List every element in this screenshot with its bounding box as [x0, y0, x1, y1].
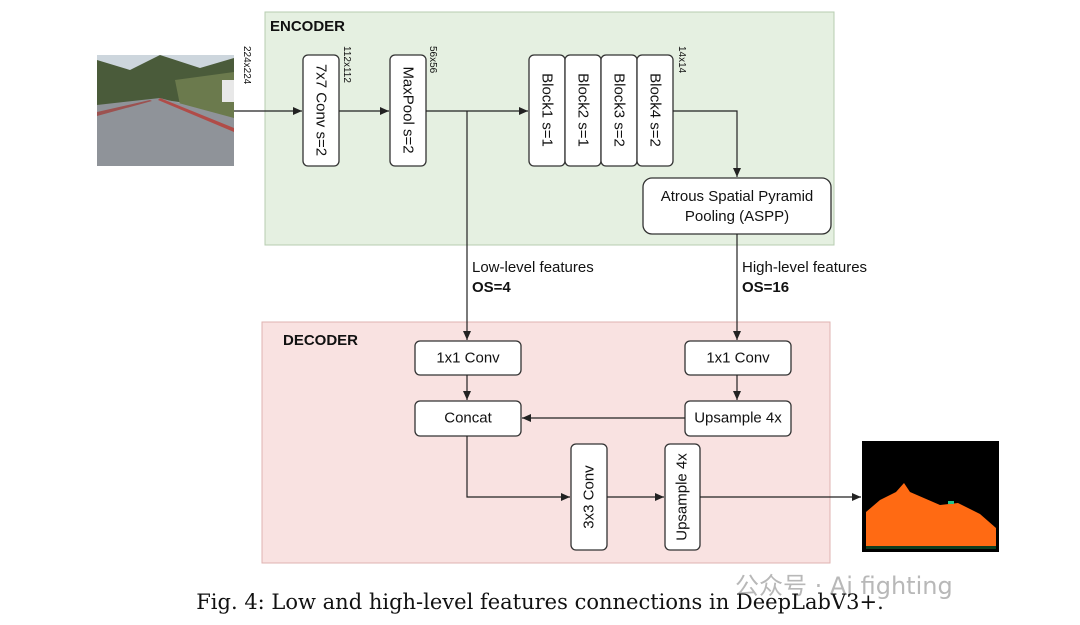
decoder-conv1x1-high: [684, 340, 792, 376]
concat-block: [414, 400, 522, 437]
conv3x3-label: 3x3 Conv: [581, 465, 598, 529]
watermark: 公众号 · Ai fighting: [735, 572, 953, 600]
upsample-final-label: Upsample 4x: [674, 453, 691, 541]
arrow-blocks-to-aspp: [673, 110, 741, 177]
block1-label: Block1 s=1: [539, 73, 556, 147]
maxpool-label: MaxPool s=2: [400, 66, 417, 153]
aspp-block: [642, 177, 832, 235]
input-size-label: 224x224: [241, 46, 252, 85]
aspp-label-line2: Pooling (ASPP): [685, 208, 789, 225]
input-image: [97, 55, 234, 166]
decoder-conv1x1-low: [414, 340, 522, 376]
block3-label: Block3 s=2: [611, 73, 628, 147]
encoder-title: ENCODER: [270, 18, 345, 35]
decoder-conv1x1-high-label: 1x1 Conv: [706, 350, 770, 367]
decoder-title: DECODER: [283, 332, 358, 349]
low-level-features-label: Low-level features: [472, 259, 594, 276]
upsample-high-label: Upsample 4x: [694, 410, 782, 427]
blocks-output-size-label: 14x14: [676, 46, 687, 74]
arrow-concat-to-conv3x3: [466, 436, 570, 501]
decoder-conv1x1-low-label: 1x1 Conv: [436, 350, 500, 367]
block4-label: Block4 s=2: [647, 73, 664, 147]
output-mask: [862, 441, 999, 552]
high-level-os-label: OS=16: [742, 279, 789, 296]
conv-output-size-label: 112x112: [341, 46, 352, 83]
low-level-os-label: OS=4: [472, 279, 511, 296]
high-level-features-label: High-level features: [742, 259, 867, 276]
block2-label: Block2 s=1: [575, 73, 592, 147]
aspp-label-line1: Atrous Spatial Pyramid: [661, 188, 814, 205]
pool-output-size-label: 56x56: [427, 46, 438, 74]
conv7x7-label: 7x7 Conv s=2: [313, 64, 330, 156]
concat-label: Concat: [444, 410, 492, 427]
figure-caption: Fig. 4: Low and high-level features conn…: [196, 590, 884, 614]
